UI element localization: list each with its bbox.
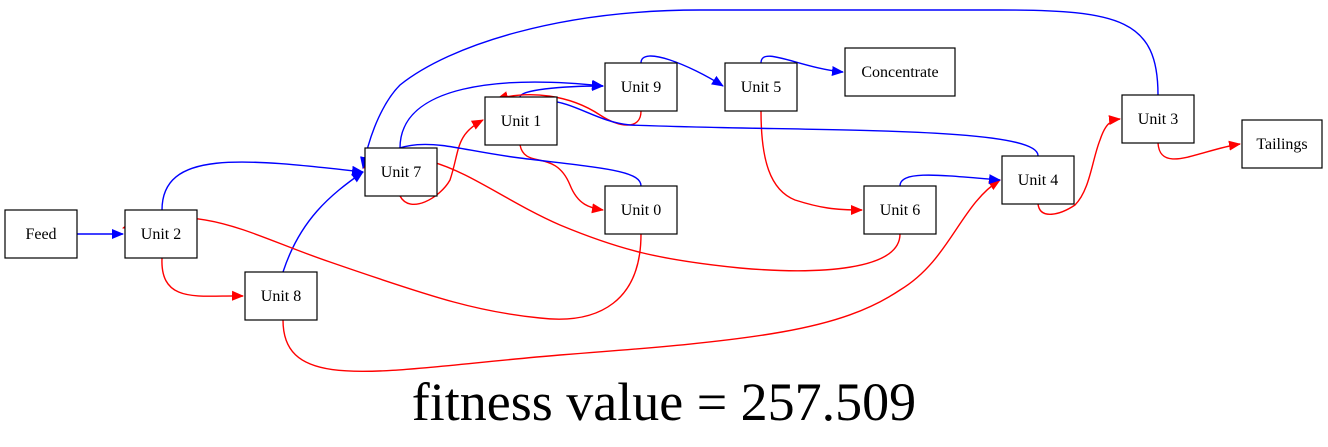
node-label: Unit 8: [261, 288, 301, 305]
edge-u5-conc: [760, 55, 844, 76]
edge-u2-u7: [161, 161, 364, 211]
edge-u7-u9: [399, 79, 604, 149]
edge-u4-u3: [1037, 115, 1121, 215]
node-label: Unit 1: [501, 113, 541, 130]
node-label: Unit 9: [621, 79, 661, 96]
node-box: [4, 209, 78, 259]
edge-u8-u7: [282, 171, 364, 273]
node-u2: Unit 2: [124, 209, 198, 259]
node-label: Concentrate: [861, 64, 938, 81]
edge-u6-u4: [899, 174, 1001, 187]
edge-u9-u5: [640, 55, 724, 87]
edge-u0-u7: [362, 143, 642, 187]
node-box: [364, 147, 438, 197]
node-box: [604, 62, 678, 112]
node-label: Unit 4: [1018, 172, 1058, 189]
node-label: Feed: [25, 226, 56, 243]
node-u3: Unit 3: [1121, 94, 1195, 144]
node-box: [1121, 94, 1195, 144]
node-box: [863, 185, 937, 235]
node-box: [484, 96, 558, 146]
node-u5: Unit 5: [724, 62, 798, 112]
edge-u2-u8: [161, 257, 244, 301]
node-u4: Unit 4: [1001, 155, 1075, 205]
node-label: Unit 2: [141, 226, 181, 243]
node-u6: Unit 6: [863, 185, 937, 235]
node-tail: Tailings: [1241, 119, 1323, 169]
node-u9: Unit 9: [604, 62, 678, 112]
node-box: [1241, 119, 1323, 169]
node-u8: Unit 8: [244, 271, 318, 321]
node-label: Unit 7: [381, 164, 421, 181]
edge-u1-u0: [519, 144, 604, 214]
node-box: [244, 271, 318, 321]
node-label: Unit 3: [1138, 111, 1178, 128]
node-label: Unit 6: [880, 202, 920, 219]
edge-u7-u1: [399, 119, 484, 205]
node-u7: Unit 7: [364, 147, 438, 197]
nodes-layer: Feed Unit 2 Unit 8 Unit 7 Unit 1 Unit 9 Unit 0…: [4, 47, 1323, 321]
node-label: Tailings: [1256, 136, 1307, 153]
node-box: [724, 62, 798, 112]
node-u0: Unit 0: [604, 185, 678, 235]
node-label: Unit 0: [621, 202, 661, 219]
node-label: Unit 5: [741, 79, 781, 96]
edge-u9-u1: [496, 91, 642, 126]
edge-u8-u4: [282, 179, 1001, 373]
node-box: [1001, 155, 1075, 205]
edges-layer: [77, 9, 1241, 373]
node-box: [844, 47, 956, 97]
node-feed: Feed: [4, 209, 78, 259]
node-conc: Concentrate: [844, 47, 956, 97]
edge-u3-tail: [1157, 140, 1241, 160]
fitness-caption: fitness value = 257.509: [412, 372, 916, 432]
edge-u0-u2: [122, 217, 642, 320]
node-box: [124, 209, 198, 259]
node-box: [604, 185, 678, 235]
edge-u6-u7: [362, 157, 901, 272]
node-u1: Unit 1: [484, 96, 558, 146]
edge-u5-u6: [760, 110, 863, 215]
edge-u3-u7: [360, 9, 1159, 169]
